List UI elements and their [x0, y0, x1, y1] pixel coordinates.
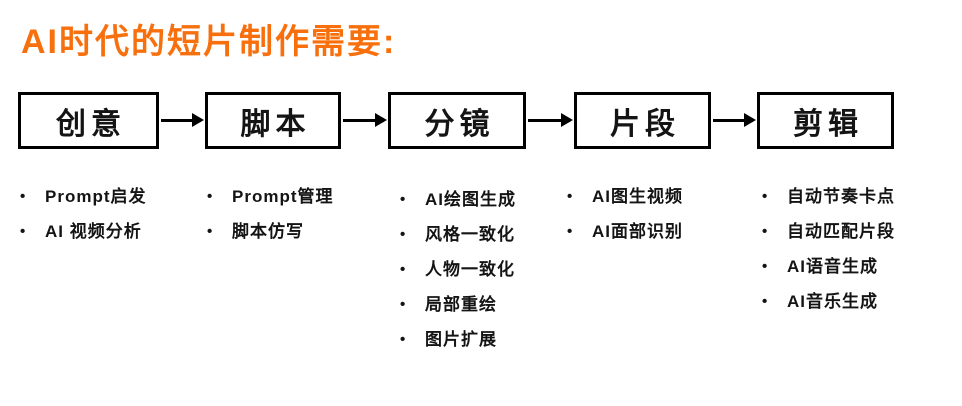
list-item-label: 自动匹配片段 — [787, 222, 895, 241]
list-item-label: AI语音生成 — [787, 257, 878, 276]
list-item-label: 风格一致化 — [425, 225, 515, 244]
bullet-icon: • — [20, 188, 26, 205]
list-item-label: AI音乐生成 — [787, 292, 878, 311]
list-item: • 脚本仿写 — [207, 222, 334, 241]
list-item: • 人物一致化 — [400, 260, 516, 279]
list-item: • 图片扩展 — [400, 330, 516, 349]
bullet-icon: • — [400, 261, 406, 278]
bullet-icon: • — [762, 223, 768, 240]
list-item-label: Prompt管理 — [232, 187, 334, 206]
list-item-label: 图片扩展 — [425, 330, 497, 349]
stage-box-idea: 创意 — [18, 92, 159, 149]
stage-list-idea: • Prompt启发 • AI 视频分析 — [20, 187, 147, 257]
bullet-icon: • — [762, 188, 768, 205]
list-item: • AI语音生成 — [762, 257, 895, 276]
stage-list-storyboard: • AI绘图生成 • 风格一致化 • 人物一致化 • 局部重绘 • 图片扩展 — [400, 190, 516, 365]
flow-arrow-icon — [161, 113, 204, 127]
list-item-label: AI 视频分析 — [45, 222, 142, 241]
list-item: • 局部重绘 — [400, 295, 516, 314]
flow-arrow-icon — [343, 113, 387, 127]
stage-box-script: 脚本 — [205, 92, 341, 149]
stage-list-clip: • AI图生视频 • AI面部识别 — [567, 187, 683, 257]
bullet-icon: • — [762, 293, 768, 310]
bullet-icon: • — [762, 258, 768, 275]
list-item: • AI 视频分析 — [20, 222, 147, 241]
stage-list-editing: • 自动节奏卡点 • 自动匹配片段 • AI语音生成 • AI音乐生成 — [762, 187, 895, 327]
bullet-icon: • — [400, 226, 406, 243]
page-title: AI时代的短片制作需要: — [21, 23, 397, 61]
list-item: • AI图生视频 — [567, 187, 683, 206]
stage-box-storyboard: 分镜 — [388, 92, 526, 149]
bullet-icon: • — [400, 191, 406, 208]
flow-arrow-icon — [713, 113, 756, 127]
list-item: • AI绘图生成 — [400, 190, 516, 209]
list-item-label: AI面部识别 — [592, 222, 683, 241]
bullet-icon: • — [20, 223, 26, 240]
list-item: • 自动匹配片段 — [762, 222, 895, 241]
bullet-icon: • — [400, 331, 406, 348]
list-item: • Prompt管理 — [207, 187, 334, 206]
bullet-icon: • — [207, 223, 213, 240]
stage-box-clip: 片段 — [574, 92, 711, 149]
list-item-label: AI绘图生成 — [425, 190, 516, 209]
list-item: • AI音乐生成 — [762, 292, 895, 311]
list-item: • 风格一致化 — [400, 225, 516, 244]
list-item: • 自动节奏卡点 — [762, 187, 895, 206]
list-item-label: 局部重绘 — [425, 295, 497, 314]
list-item: • Prompt启发 — [20, 187, 147, 206]
stage-box-editing: 剪辑 — [757, 92, 894, 149]
list-item-label: AI图生视频 — [592, 187, 683, 206]
flow-arrow-icon — [528, 113, 573, 127]
bullet-icon: • — [567, 223, 573, 240]
bullet-icon: • — [567, 188, 573, 205]
list-item: • AI面部识别 — [567, 222, 683, 241]
list-item-label: 脚本仿写 — [232, 222, 304, 241]
bullet-icon: • — [400, 296, 406, 313]
list-item-label: 自动节奏卡点 — [787, 187, 895, 206]
list-item-label: Prompt启发 — [45, 187, 147, 206]
bullet-icon: • — [207, 188, 213, 205]
stage-list-script: • Prompt管理 • 脚本仿写 — [207, 187, 334, 257]
list-item-label: 人物一致化 — [425, 260, 515, 279]
